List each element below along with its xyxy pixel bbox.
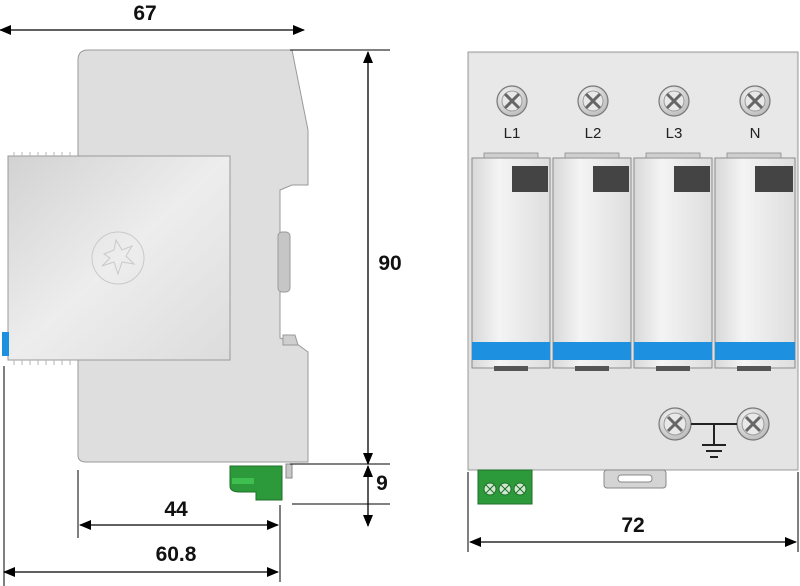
side-grip-ribs-bottom [13,360,71,365]
screw-pe-left-icon [658,407,692,441]
front-view: L1 L2 L3 N [467,51,799,505]
side-connector [229,463,293,501]
remote-contact-terminal [477,469,533,505]
side-module [7,155,231,361]
dim-depth-total: 60.8 [156,543,197,566]
screw-l2-icon [577,85,609,117]
screw-pe-right-icon [736,407,770,441]
module-l1 [471,152,551,371]
terminal-label-n: N [750,125,761,142]
terminal-label-l1: L1 [504,125,521,142]
side-dimensions [0,25,390,586]
dim-width-side: 67 [133,2,156,25]
dim-height: 90 [378,252,401,275]
side-clip-lower [282,334,299,346]
dim-rail-offset: 9 [376,472,388,495]
module-l3 [633,152,713,371]
ground-symbol-icon [691,423,737,458]
side-clip-upper [277,231,291,293]
side-grip-ribs-top [13,152,71,157]
screw-l3-icon [658,85,690,117]
din-clip [603,469,667,489]
module-n [714,152,796,371]
screw-n-icon [739,85,771,117]
side-view [2,49,309,501]
terminal-label-l3: L3 [666,125,683,142]
dim-depth-front: 44 [164,498,188,521]
module-l2 [552,152,632,371]
dim-width-front: 72 [621,514,644,537]
screw-l1-icon [496,85,528,117]
front-dimensions [467,472,799,552]
logo-icon [91,231,145,285]
terminal-label-l2: L2 [585,125,602,142]
side-indicator [2,332,9,356]
